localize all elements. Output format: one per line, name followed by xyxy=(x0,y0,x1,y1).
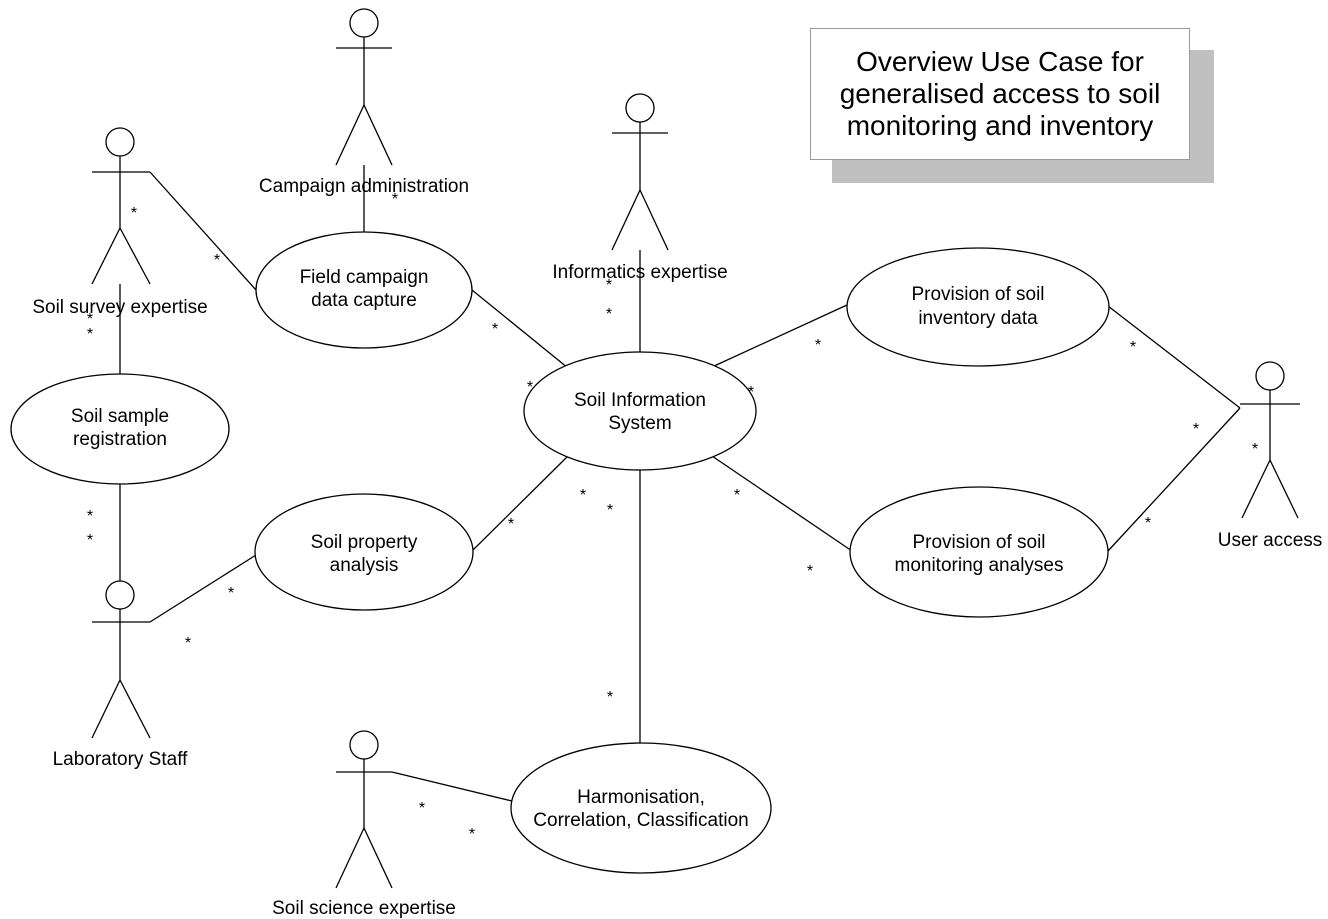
actor-label-user-access: User access xyxy=(1218,530,1323,551)
multiplicity-marker: * xyxy=(607,689,613,706)
multiplicity-marker: * xyxy=(606,306,612,323)
multiplicity-marker: * xyxy=(131,205,137,222)
multiplicity-marker: * xyxy=(815,337,821,354)
title-line-1: Overview Use Case for xyxy=(856,46,1144,77)
actor-label-soil-science: Soil science expertise xyxy=(272,898,456,919)
use-case-monitoring xyxy=(849,486,1109,618)
use-case-label-field-1: Field campaign xyxy=(300,267,429,288)
multiplicity-marker: * xyxy=(1252,441,1258,458)
assoc-lab-property xyxy=(149,554,257,623)
use-case-label-sample-2: registration xyxy=(73,429,167,450)
assoc-sis-monitoring xyxy=(711,455,853,552)
actor-soil-science-figure xyxy=(335,730,393,889)
assoc-monitoring-user xyxy=(1107,407,1241,552)
use-case-label-sis-1: Soil Information xyxy=(574,390,706,411)
use-case-label-inventory-2: inventory data xyxy=(918,308,1038,329)
use-case-label-monitoring-2: monitoring analyses xyxy=(895,555,1064,576)
actor-soil-survey-figure xyxy=(91,127,151,285)
multiplicity-marker: * xyxy=(1145,515,1151,532)
multiplicity-marker: * xyxy=(1130,339,1136,356)
multiplicity-marker: * xyxy=(228,585,234,602)
use-case-label-inventory-1: Provision of soil xyxy=(911,284,1044,305)
actor-campaign-admin-figure xyxy=(335,8,393,166)
use-case-label-sis-2: System xyxy=(608,413,671,434)
diagram-title: Overview Use Case for generalised access… xyxy=(840,46,1161,142)
multiplicity-marker: * xyxy=(580,487,586,504)
multiplicity-marker: * xyxy=(469,826,475,843)
actor-informatics-figure xyxy=(611,93,669,251)
use-case-inventory xyxy=(846,247,1110,367)
multiplicity-marker: * xyxy=(87,532,93,549)
multiplicity-marker: * xyxy=(734,487,740,504)
use-case-field-campaign xyxy=(255,231,473,349)
assoc-survey-field xyxy=(149,171,257,291)
use-case-shapes xyxy=(10,231,1110,874)
multiplicity-marker: * xyxy=(214,252,220,269)
assoc-sis-property xyxy=(471,455,569,552)
multiplicity-marker: * xyxy=(606,277,612,294)
actor-label-soil-survey: Soil survey expertise xyxy=(32,297,207,318)
multiplicity-marker: * xyxy=(748,384,754,401)
title-line-2: generalised access to soil xyxy=(839,78,1161,109)
use-case-label-property-2: analysis xyxy=(330,555,399,576)
diagram-title-box: Overview Use Case for generalised access… xyxy=(810,28,1190,160)
title-line-3: monitoring and inventory xyxy=(846,110,1154,141)
multiplicity-marker: * xyxy=(87,311,93,328)
use-case-labels: Field campaign data capture Soil sample … xyxy=(71,267,1064,831)
multiplicity-marker: * xyxy=(527,379,533,396)
assoc-inventory-user xyxy=(1107,305,1241,409)
use-case-label-sample-1: Soil sample xyxy=(71,406,169,427)
multiplicity-markers: * * * * * * * * * * * * * * * * * * * * … xyxy=(87,191,1258,843)
use-case-label-field-2: data capture xyxy=(311,290,417,311)
use-case-label-harmonisation-1: Harmonisation, xyxy=(577,787,705,808)
multiplicity-marker: * xyxy=(87,508,93,525)
multiplicity-marker: * xyxy=(185,635,191,652)
multiplicity-marker: * xyxy=(607,502,613,519)
multiplicity-marker: * xyxy=(508,516,514,533)
actor-label-campaign-admin: Campaign administration xyxy=(259,176,469,197)
use-case-soil-property xyxy=(254,493,474,611)
actor-laboratory-figure xyxy=(91,580,151,739)
multiplicity-marker: * xyxy=(419,800,425,817)
use-case-label-harmonisation-2: Correlation, Classification xyxy=(533,810,748,831)
actor-label-informatics: Informatics expertise xyxy=(552,262,727,283)
assoc-sis-inventory xyxy=(711,304,848,368)
use-case-harmonisation xyxy=(510,742,772,874)
assoc-field-sis xyxy=(471,289,569,369)
use-case-label-property-1: Soil property xyxy=(311,532,418,553)
actor-label-laboratory: Laboratory Staff xyxy=(53,749,189,770)
multiplicity-marker: * xyxy=(87,326,93,343)
actor-labels: Campaign administration Soil survey expe… xyxy=(32,176,1322,919)
actor-user-access-figure xyxy=(1240,361,1300,519)
use-case-soil-sample xyxy=(10,373,230,485)
multiplicity-marker: * xyxy=(807,563,813,580)
assoc-science-harmonisation xyxy=(391,771,513,802)
use-case-soil-info-system xyxy=(523,351,757,471)
multiplicity-marker: * xyxy=(1193,421,1199,438)
associations xyxy=(119,165,1241,802)
multiplicity-marker: * xyxy=(492,321,498,338)
multiplicity-marker: * xyxy=(392,191,398,208)
use-case-label-monitoring-1: Provision of soil xyxy=(912,532,1045,553)
